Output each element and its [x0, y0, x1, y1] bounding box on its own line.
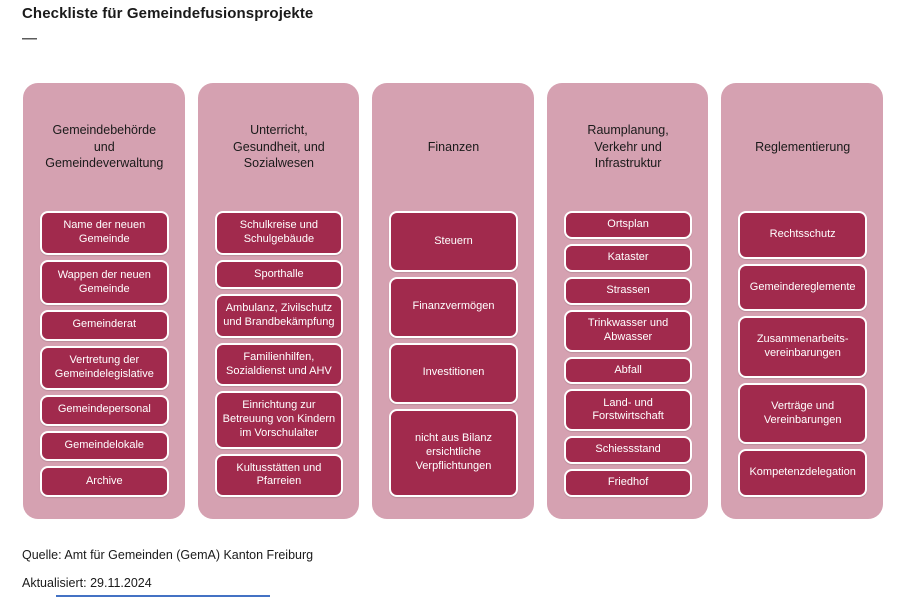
checklist-item-label: Abfall — [614, 363, 642, 376]
category-column-3: Finanzen Steuern Finanzvermögen Investit… — [372, 83, 534, 519]
checklist-item-label: Kultusstätten und Pfarreien — [236, 461, 322, 488]
checklist-item: Rechtsschutz — [738, 211, 867, 259]
checklist-item: Gemeindepersonal — [40, 394, 169, 426]
checklist-item-label: nicht aus Bilanz ersichtliche Verpflicht… — [414, 432, 492, 472]
checklist-item: Name der neuen Gemeinde — [40, 211, 169, 256]
checklist-item: nicht aus Bilanz ersichtliche Verpflicht… — [389, 408, 518, 497]
item-stack: Rechtsschutz Gemeindereglemente Zusammen… — [738, 211, 867, 498]
checklist-item: Strassen — [563, 276, 693, 305]
checklist-item: Land- und Forstwirtschaft — [563, 389, 693, 432]
source-text: Quelle: Amt für Gemeinden (GemA) Kanton … — [22, 548, 314, 562]
checklist-item: Kompetenzdelegation — [738, 449, 867, 498]
checklist-item-label: Archive — [85, 474, 123, 487]
checklist-item-label: Investitionen — [422, 366, 485, 379]
checklist-item: Ortsplan — [563, 211, 693, 239]
checklist-item: Archive — [40, 466, 169, 497]
checklist-item: Steuern — [389, 211, 518, 272]
checklist-item-label: Sporthalle — [254, 267, 304, 280]
checklist-item: Sporthalle — [214, 259, 344, 290]
checklist-item-label: Familienhilfen, Sozialdienst und AHV — [225, 350, 332, 377]
checklist-item-label: Kompetenzdelegation — [749, 466, 856, 479]
checklist-item: Gemeindereglemente — [738, 263, 867, 312]
checklist-item: Gemeinderat — [40, 309, 169, 341]
page-title: Checkliste für Gemeindefusionsprojekte — [22, 5, 314, 22]
checklist-item-label: Schiessstand — [595, 443, 661, 456]
checklist-item-label: Rechtsschutz — [769, 227, 836, 240]
checklist-item-label: Name der neuen Gemeinde — [63, 219, 146, 246]
checklist-item-label: Vertretung der Gemeindelegislative — [54, 353, 154, 380]
category-header: Gemeindebehörde und Gemeindeverwaltung — [45, 122, 164, 171]
checklist-item-label: Zusammenarbeits-vereinbarungen — [756, 333, 849, 360]
item-stack: Steuern Finanzvermögen Investitionen nic… — [389, 211, 518, 497]
item-stack: Name der neuen Gemeinde Wappen der neuen… — [40, 211, 169, 497]
checklist-item: Friedhof — [563, 469, 693, 497]
category-header: Reglementierung — [755, 139, 851, 154]
checklist-item-label: Gemeindereglemente — [749, 280, 856, 293]
checklist-item-label: Gemeindepersonal — [57, 403, 151, 416]
checklist-item-label: Friedhof — [607, 476, 649, 489]
checklist-item-label: Ortsplan — [607, 218, 649, 231]
checklist-item-label: Verträge und Vereinbarungen — [763, 399, 842, 426]
category-column-1: Gemeindebehörde und Gemeindeverwaltung N… — [23, 83, 185, 519]
checklist-item-label: Gemeinderat — [72, 318, 137, 331]
checklist-item-label: Schulkreise und Schulgebäude — [239, 219, 319, 245]
checklist-item: Wappen der neuen Gemeinde — [40, 260, 169, 305]
checklist-item-label: Ambulanz, Zivilschutz und Brandbekämpfun… — [223, 302, 335, 328]
category-header: Unterricht, Gesundheit, und Sozialwesen — [233, 122, 325, 171]
footer-accent-line — [56, 595, 270, 597]
checklist-item-label: Strassen — [606, 283, 650, 296]
checklist-item-label: Kataster — [607, 251, 649, 264]
updated-text: Aktualisiert: 29.11.2024 — [22, 576, 152, 590]
checklist-item: Verträge und Vereinbarungen — [738, 382, 867, 445]
checklist-board: Gemeindebehörde und Gemeindeverwaltung N… — [23, 83, 883, 519]
checklist-item: Investitionen — [389, 342, 518, 404]
item-stack: Schulkreise und Schulgebäude Sporthalle … — [214, 211, 344, 497]
checklist-item: Abfall — [563, 356, 693, 385]
category-header: Raumplanung, Verkehr und Infrastruktur — [587, 122, 669, 171]
checklist-item-label: Einrichtung zur Betreuung von Kindern im… — [222, 399, 336, 439]
checklist-item: Kultusstätten und Pfarreien — [214, 453, 344, 497]
checklist-item: Einrichtung zur Betreuung von Kindern im… — [214, 391, 344, 449]
checklist-item-label: Gemeindelokale — [64, 439, 145, 452]
checklist-item: Zusammenarbeits-vereinbarungen — [738, 316, 867, 378]
checklist-item: Ambulanz, Zivilschutz und Brandbekämpfun… — [214, 294, 344, 338]
checklist-item: Kataster — [563, 243, 693, 272]
checklist-item-label: Finanzvermögen — [412, 300, 495, 313]
checklist-item: Familienhilfen, Sozialdienst und AHV — [214, 342, 344, 387]
checklist-item: Finanzvermögen — [389, 276, 518, 338]
category-column-4: Raumplanung, Verkehr und Infrastruktur O… — [546, 83, 709, 519]
checklist-item: Trinkwasser und Abwasser — [563, 309, 693, 352]
checklist-item-label: Trinkwasser und Abwasser — [587, 316, 669, 343]
item-stack: Ortsplan Kataster Strassen Trinkwasser u… — [563, 211, 693, 497]
title-dash: — — [22, 30, 37, 47]
category-header: Finanzen — [427, 139, 480, 154]
checklist-item-label: Land- und Forstwirtschaft — [592, 396, 664, 423]
checklist-item-label: Steuern — [434, 234, 473, 247]
checklist-item: Gemeindelokale — [40, 430, 169, 462]
category-column-2: Unterricht, Gesundheit, und Sozialwesen … — [197, 83, 360, 519]
category-column-5: Reglementierung Rechtsschutz Gemeindereg… — [721, 83, 883, 519]
checklist-item-label: Wappen der neuen Gemeinde — [57, 268, 151, 295]
checklist-item: Schiessstand — [563, 436, 693, 465]
checklist-item: Schulkreise und Schulgebäude — [214, 211, 344, 255]
checklist-item: Vertretung der Gemeindelegislative — [40, 345, 169, 390]
